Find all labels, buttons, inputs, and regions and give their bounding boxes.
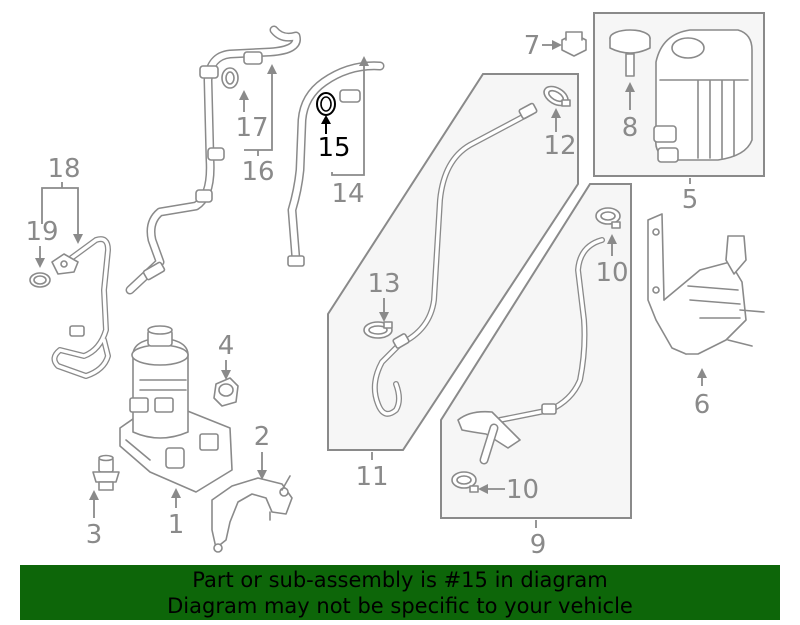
parts-diagram: 1 2 3 4 5 6 7 8 9 10 10 11 12 13 14 15 1… (25, 12, 765, 560)
clamp-part-10-upper (595, 207, 621, 229)
callout-15: 15 (317, 133, 350, 163)
oring-part-15 (316, 92, 336, 116)
callout-13: 13 (367, 269, 400, 299)
oring-part-17 (221, 67, 239, 89)
mount-bracket-part-6 (647, 213, 765, 355)
callout-labels: 1 2 3 4 5 6 7 8 9 10 10 11 12 13 14 15 1… (25, 31, 710, 560)
clamp-part-12 (543, 85, 571, 107)
reservoir-part-5 (653, 29, 753, 163)
nut-part-4 (213, 377, 239, 407)
callout-9: 9 (530, 530, 547, 560)
hose-part-16 (125, 25, 301, 295)
callout-19: 19 (25, 217, 58, 247)
callout-8: 8 (622, 113, 639, 143)
callout-4: 4 (218, 331, 235, 361)
hose-part-14 (287, 61, 385, 267)
pump-assembly-part-1 (119, 325, 233, 493)
hose-part-9 (457, 237, 605, 465)
line-part-18 (51, 236, 111, 379)
callout-16: 16 (241, 157, 274, 187)
callout-5: 5 (682, 185, 699, 215)
sensor-part-3 (92, 454, 120, 491)
callout-7: 7 (524, 31, 541, 61)
callout-11: 11 (355, 462, 388, 492)
callout-17: 17 (235, 113, 268, 143)
hose-part-11 (371, 102, 538, 417)
callout-10-lower: 10 (506, 475, 539, 505)
notice-line-1: Part or sub-assembly is #15 in diagram (192, 568, 608, 592)
callout-10-upper: 10 (595, 258, 628, 288)
callout-3: 3 (86, 520, 103, 550)
nut-part-7 (561, 31, 587, 57)
clamp-part-13 (363, 321, 393, 339)
notice-banner: Part or sub-assembly is #15 in diagram D… (20, 565, 780, 620)
reservoir-cap-part-8 (609, 29, 651, 77)
callout-18: 18 (47, 154, 80, 184)
seal-part-19 (29, 272, 51, 288)
clamp-part-10-lower (451, 471, 479, 493)
callout-1: 1 (168, 510, 185, 540)
callout-2: 2 (254, 422, 271, 452)
leader-lines (35, 40, 707, 528)
callout-14: 14 (331, 179, 364, 209)
callout-6: 6 (694, 390, 711, 420)
callout-12: 12 (543, 131, 576, 161)
bracket-part-2 (211, 475, 293, 553)
notice-line-2: Diagram may not be specific to your vehi… (167, 594, 633, 618)
